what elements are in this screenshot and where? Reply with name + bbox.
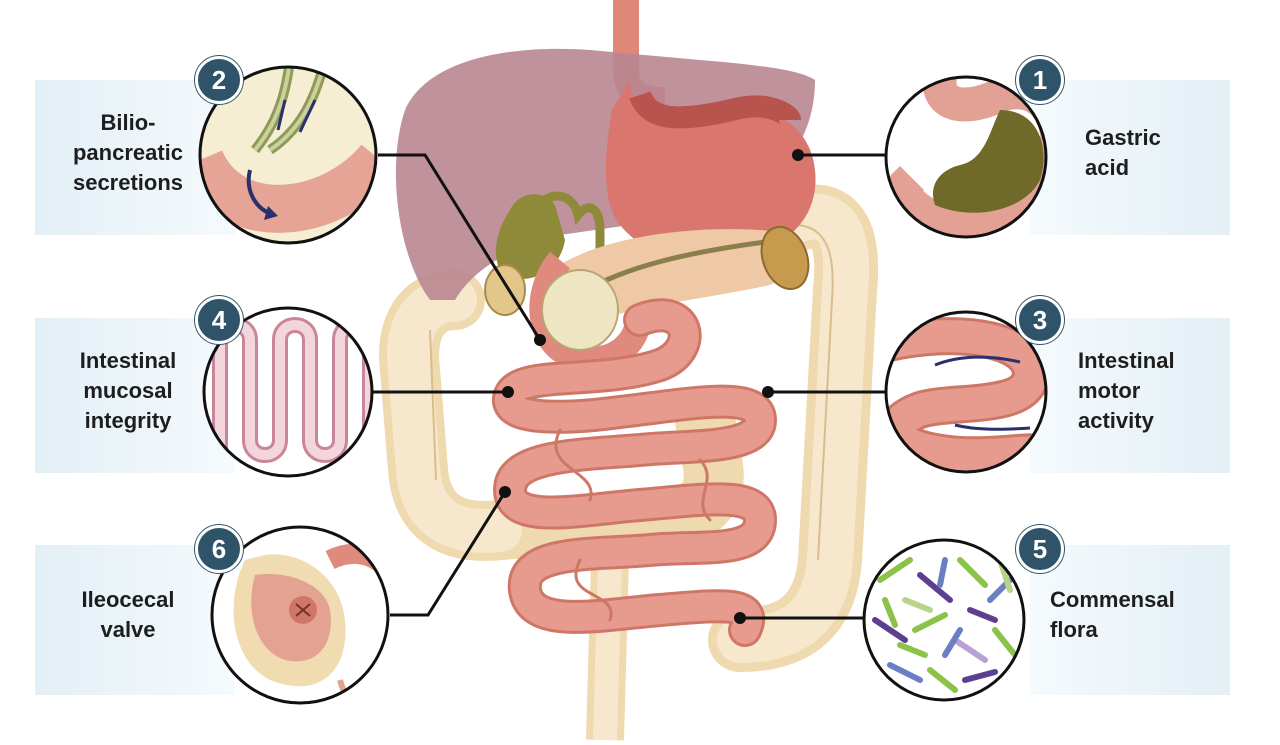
inset-commensal-flora <box>862 538 1026 702</box>
pointer-dots <box>499 149 804 624</box>
badge-2: 2 <box>195 56 243 104</box>
label-panels <box>35 80 1230 695</box>
badge-1: 1 <box>1016 56 1064 104</box>
inset-ileocecal-valve <box>210 525 390 705</box>
label-commensal-flora: Commensal flora <box>1050 587 1175 642</box>
badge-6: 6 <box>195 525 243 573</box>
label-intestinal-mucosal-integrity: Intestinal mucosal integrity <box>79 348 177 433</box>
label-intestinal-motor-activity: Intestinal motor activity <box>1078 348 1175 433</box>
inset-biliopancreatic <box>198 65 378 245</box>
inset-motor-activity <box>884 310 1048 474</box>
label-gastric-acid: Gastric acid <box>1085 125 1161 180</box>
badge-5: 5 <box>1016 525 1064 573</box>
inset-mucosal-integrity <box>202 306 374 478</box>
badge-4: 4 <box>195 296 243 344</box>
inset-gastric-acid <box>884 75 1048 239</box>
pointer-lines <box>372 153 886 620</box>
label-ileocecal-valve: Ileocecal valve <box>81 587 175 642</box>
label-biliopancreatic-secretions: Bilio- pancreatic secretions <box>72 110 184 195</box>
badge-3: 3 <box>1016 296 1064 344</box>
